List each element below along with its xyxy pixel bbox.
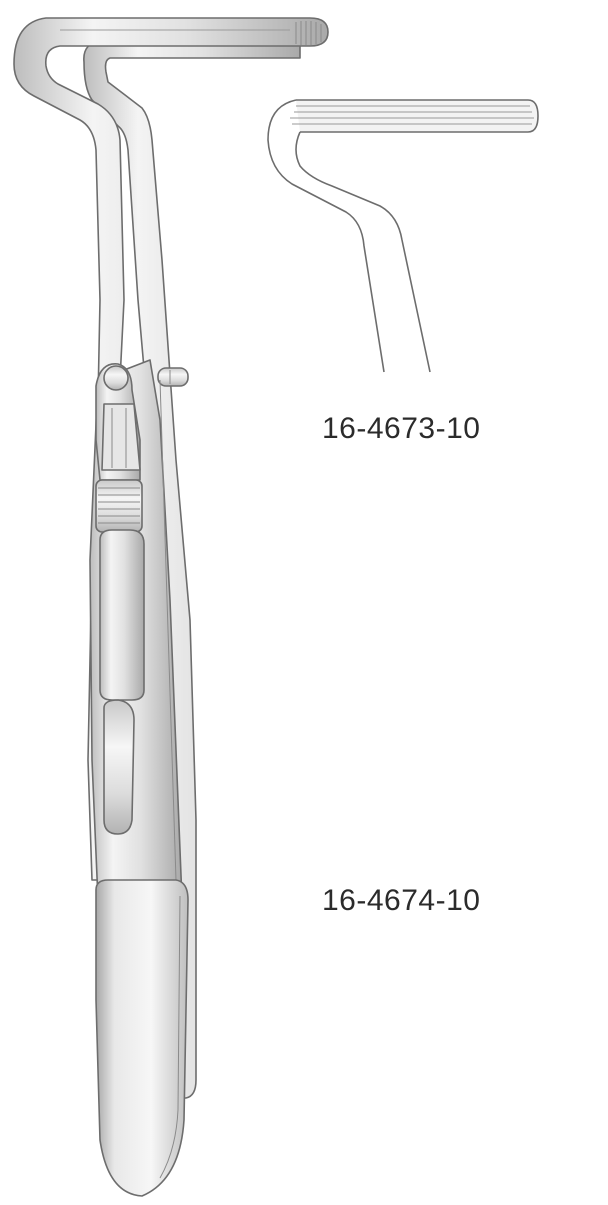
model-number-label-2: 16-4674-10 [322,884,481,917]
slide-lock-mechanism [95,363,145,835]
forceps-main-view [13,17,329,1197]
forceps-blade [95,879,189,1197]
lock-pin [157,367,189,387]
model-number-label-1: 16-4673-10 [322,412,481,445]
tip-variant-1-drawing [267,99,539,373]
forceps-right-arm [83,39,301,1099]
serrated-jaw-tip [295,21,322,45]
